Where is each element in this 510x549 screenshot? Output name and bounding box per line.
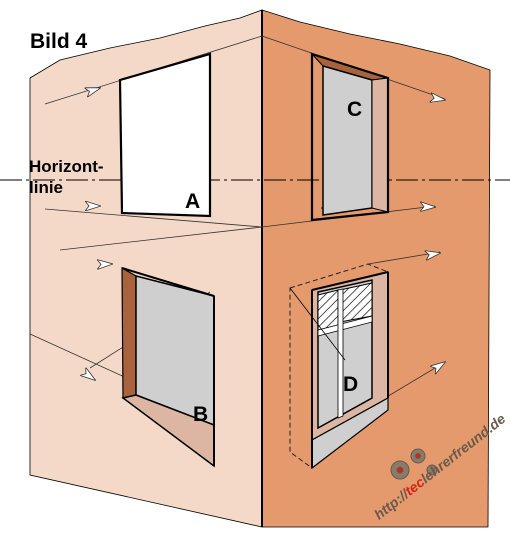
figure-title: Bild 4 xyxy=(30,30,88,53)
window-d xyxy=(289,263,389,470)
window-label-b: B xyxy=(193,403,209,426)
window-c xyxy=(310,52,390,222)
window-label-d: D xyxy=(343,373,359,396)
horizon-label: Horizont- linie xyxy=(29,157,104,197)
window-a xyxy=(118,52,212,218)
window-label-c: C xyxy=(347,98,363,121)
watermark-gear-icon xyxy=(390,448,438,480)
window-label-a: A xyxy=(185,190,201,213)
window-b xyxy=(121,266,215,468)
